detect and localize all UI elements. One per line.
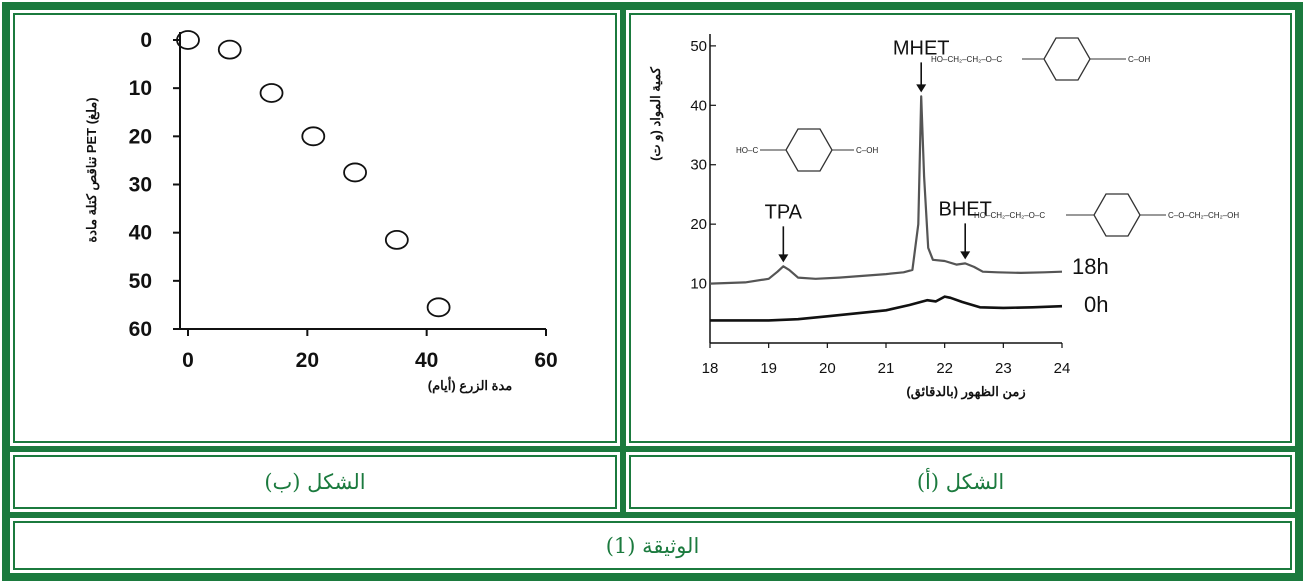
figure-b-caption: الشكل (ب) (264, 470, 366, 494)
bhet-structure-right: C–O–CH₂–CH₂–OH (1168, 211, 1239, 220)
figure-b-y-tick-label: 0 (140, 29, 152, 52)
figure-a-caption-cell: الشكل (أ) (626, 452, 1295, 512)
trace-label-18h: 18h (1072, 254, 1109, 279)
figure-a-cell: 18 19 20 21 22 23 24 10 20 30 40 50 MHET TPA BHET HO… (626, 10, 1295, 446)
figure-b-y-tick-label: 20 (129, 125, 152, 148)
figure-b-y-label: تناقص كتلة مادة PET (ملغ) (84, 97, 100, 242)
figure-b-data-point (176, 30, 200, 50)
bhet-structure: HO–CH₂–CH₂–O–C C–O–CH₂–CH₂–OH (974, 193, 1239, 237)
peak-arrowhead-bhet (960, 251, 971, 260)
document-caption: الوثيقة (1) (605, 533, 700, 558)
figure-a-x-tick-label: 24 (1054, 360, 1071, 377)
figure-b-data-point (259, 83, 284, 103)
mhet-structure-left: HO–CH₂–CH₂–O–C (931, 55, 1002, 64)
figure-b-x-tick-label: 60 (534, 349, 557, 372)
figure-a-y-tick-label: 20 (690, 216, 707, 233)
figure-a-chart: 18 19 20 21 22 23 24 10 20 30 40 50 MHET TPA BHET HO… (648, 34, 1239, 400)
figure-b-caption-cell: الشكل (ب) (10, 452, 620, 512)
series-line-18h (709, 95, 1063, 285)
figure-b-chart: 0 20 40 60 0 10 20 30 40 50 60 مدة الزرع (أيام) ت… (84, 29, 558, 394)
figure-b-data-point (426, 297, 451, 318)
figure-b-cell: 0 20 40 60 0 10 20 30 40 50 60 مدة الزرع (أيام) ت… (10, 10, 620, 446)
peak-label-mhet: MHET (893, 37, 950, 59)
mhet-structure: HO–CH₂–CH₂–O–C C–OH (931, 37, 1150, 81)
tpa-structure: HO–C C–OH (736, 128, 878, 172)
figure-a-x-tick-label: 22 (936, 360, 953, 377)
figure-a-x-tick-label: 19 (760, 360, 777, 377)
figure-a-y-label: كمية المواد (و ت) (648, 66, 664, 161)
peak-label-tpa: TPA (765, 201, 803, 223)
figure-b-data-point (384, 229, 409, 250)
figure-b-x-tick-label: 0 (182, 349, 194, 372)
peak-label-bhet: BHET (939, 198, 992, 220)
figure-a-y-tick-label: 10 (690, 276, 707, 293)
series-line-0h (710, 295, 1063, 322)
figure-b-data-point (343, 162, 367, 183)
tpa-benzene-ring (785, 128, 833, 172)
figure-b-x-tick-label: 40 (415, 349, 438, 372)
mhet-benzene-ring (1043, 37, 1091, 81)
figure-b-y-tick-label: 10 (129, 77, 152, 100)
figure-a-y-tick-label: 40 (690, 97, 707, 114)
trace-label-0h: 0h (1084, 292, 1108, 317)
figure-b-data-point (217, 39, 242, 60)
bhet-structure-left: HO–CH₂–CH₂–O–C (974, 211, 1045, 220)
figure-a-y-tick-label: 50 (690, 38, 707, 55)
mhet-structure-right: C–OH (1128, 55, 1150, 64)
figure-b-y-tick-label: 50 (129, 270, 152, 293)
figure-a-x-tick-label: 21 (878, 360, 895, 377)
figure-b-x-tick-label: 20 (296, 349, 319, 372)
document-caption-cell: الوثيقة (1) (10, 518, 1295, 573)
figure-b-y-tick-label: 30 (129, 174, 152, 197)
figure-b-data-point (301, 126, 326, 147)
figure-a-x-tick-label: 23 (995, 360, 1012, 377)
figure-a-x-tick-label: 18 (702, 360, 719, 377)
peak-arrowhead-mhet (916, 84, 927, 93)
tpa-structure-right: C–OH (856, 146, 878, 155)
tpa-structure-left: HO–C (736, 146, 758, 155)
figure-a-x-tick-label: 20 (819, 360, 836, 377)
bhet-benzene-ring (1093, 193, 1141, 237)
peak-arrowhead-tpa (778, 254, 789, 263)
figure-a-x-label: زمن الظهور (بالدقائق) (906, 384, 1025, 400)
figure-a-caption: الشكل (أ) (916, 470, 1005, 494)
figure-b-y-tick-label: 40 (129, 222, 152, 245)
figure-a-y-tick-label: 30 (690, 157, 707, 174)
figure-b-x-label: مدة الزرع (أيام) (428, 377, 513, 394)
figure-b-y-tick-label: 60 (129, 318, 152, 341)
